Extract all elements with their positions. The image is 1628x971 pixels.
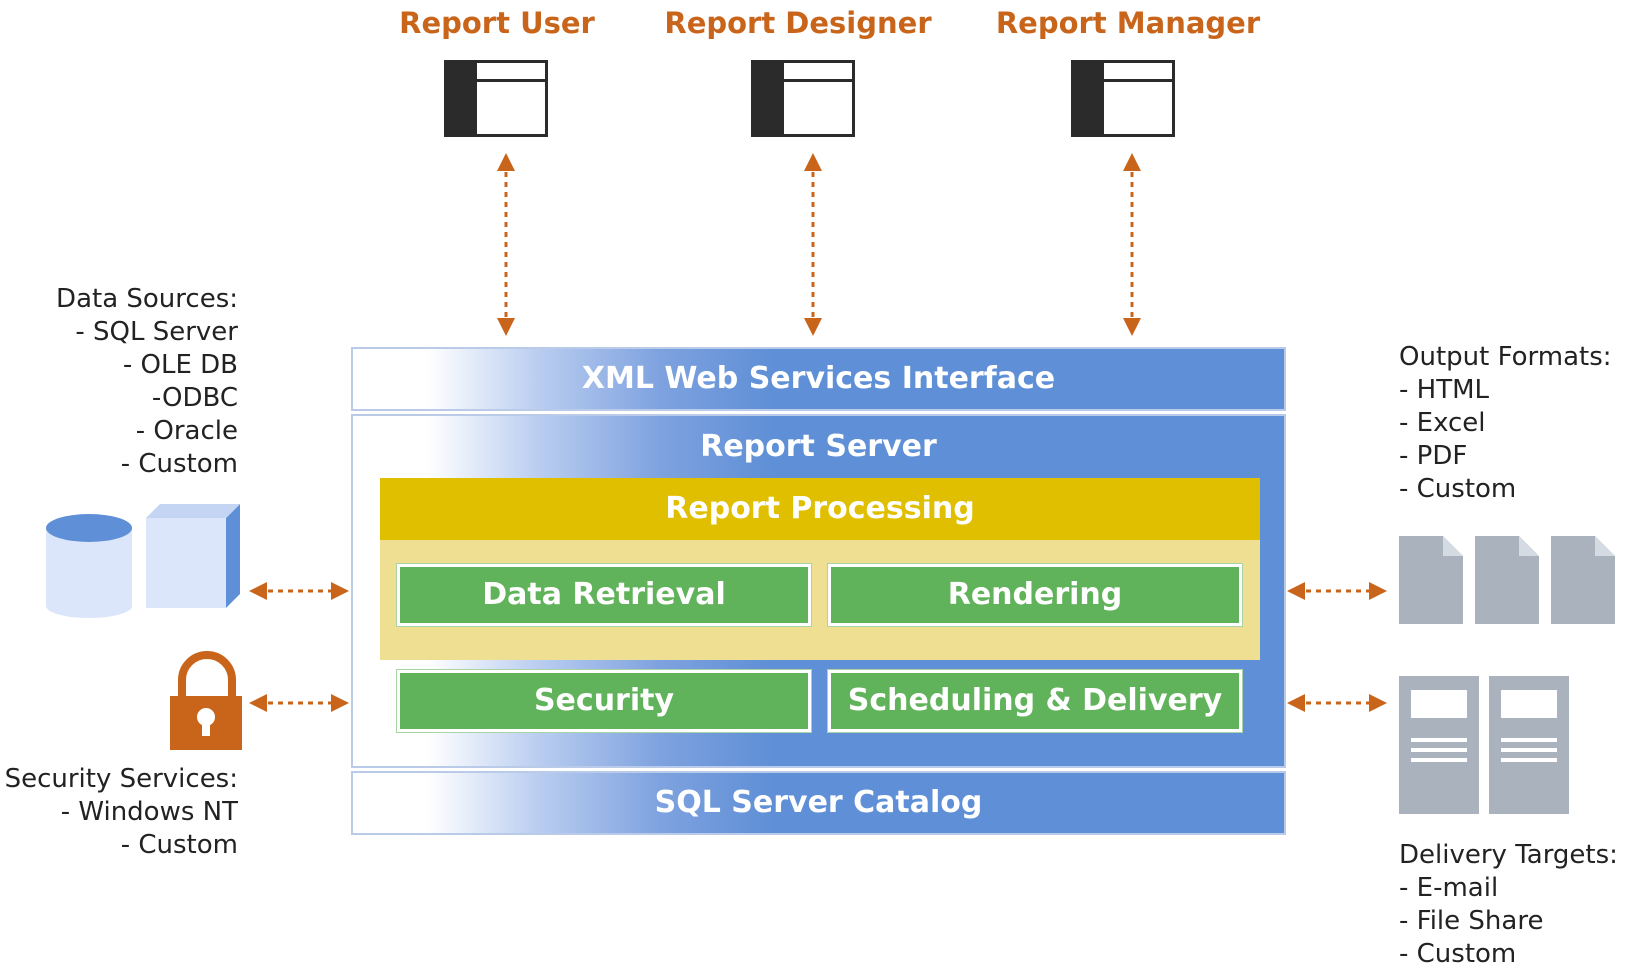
lock-icon (170, 651, 242, 750)
xml-web-services-band: XML Web Services Interface (351, 347, 1286, 411)
data-sources-list: Data Sources: - SQL Server - OLE DB -ODB… (56, 284, 238, 479)
data-retrieval-box: Data Retrieval (397, 564, 811, 626)
client-title-report-designer: Report Designer (664, 6, 932, 40)
security-services-list: Security Services: - Windows NT - Custom (4, 764, 238, 860)
document-icon (1475, 536, 1539, 624)
report-processing-label: Report Processing (380, 478, 1260, 540)
report-user-window-icon (444, 60, 548, 137)
server-icon (1399, 676, 1479, 814)
security-box: Security (397, 670, 811, 732)
client-title-report-user: Report User (399, 6, 595, 40)
sql-server-catalog-band: SQL Server Catalog (351, 771, 1286, 835)
report-processing-panel: Report Processing (380, 478, 1260, 660)
report-designer-window-icon (751, 60, 855, 137)
delivery-targets-list: Delivery Targets: - E-mail - File Share … (1399, 840, 1618, 969)
cube-icon (146, 504, 240, 608)
server-icon (1489, 676, 1569, 814)
database-icon (46, 514, 132, 618)
document-icon (1551, 536, 1615, 624)
client-title-report-manager: Report Manager (995, 6, 1261, 40)
sql-server-catalog-label: SQL Server Catalog (654, 785, 983, 820)
output-formats-list: Output Formats: - HTML - Excel - PDF - C… (1399, 342, 1612, 504)
document-icon (1399, 536, 1463, 624)
report-server-label: Report Server (700, 429, 937, 464)
scheduling-delivery-box: Scheduling & Delivery (828, 670, 1242, 732)
xml-web-services-label: XML Web Services Interface (581, 361, 1056, 396)
rendering-box: Rendering (828, 564, 1242, 626)
report-manager-window-icon (1071, 60, 1175, 137)
